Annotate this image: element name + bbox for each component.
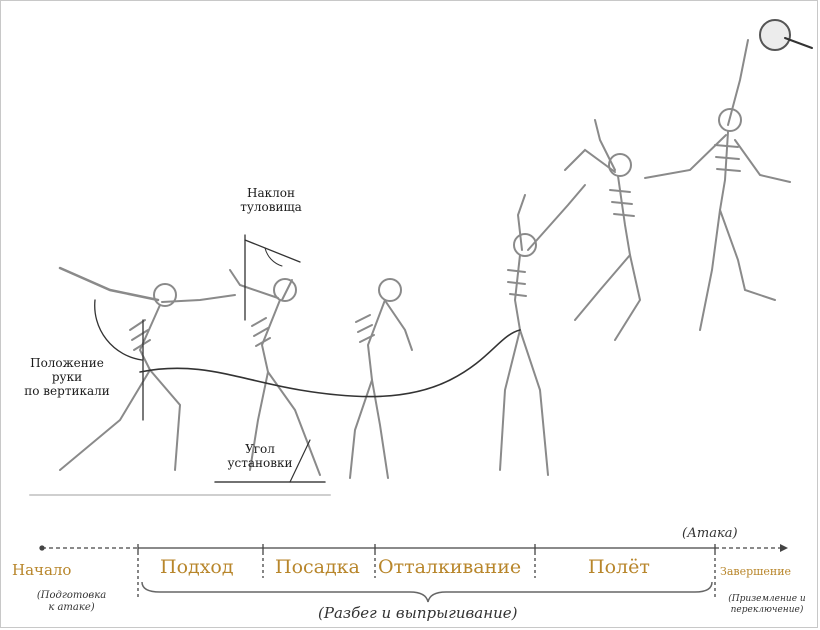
- torso-tilt-label: Наклон туловища: [236, 186, 306, 214]
- placement-angle-label: Угол установки: [220, 442, 300, 470]
- arm-position-label: Положение руки по вертикали: [12, 356, 122, 398]
- phase-approach: Подход: [160, 556, 234, 578]
- phase-flight: Полёт: [588, 556, 650, 578]
- phase-takeoff: Отталкивание: [378, 556, 521, 578]
- trajectory-curve: [140, 330, 520, 397]
- skeleton-figure-4: [500, 185, 585, 475]
- skeleton-figure-3: [350, 279, 412, 478]
- ball: [760, 20, 790, 50]
- attack-label: (Атака): [682, 526, 738, 541]
- skeleton-sequence-illustration: [0, 0, 820, 520]
- finish-note: (Приземление и переключение): [718, 594, 816, 616]
- skeleton-figure-6: [645, 40, 790, 330]
- phase-finish: Завершение: [720, 565, 791, 578]
- phase-plant: Посадка: [275, 556, 360, 578]
- skeleton-figure-5: [565, 120, 640, 340]
- start-note: (Подготовка к атаке): [14, 590, 129, 614]
- brace-caption: (Разбег и выпрыгивание): [318, 604, 518, 622]
- phase-start: Начало: [12, 561, 71, 579]
